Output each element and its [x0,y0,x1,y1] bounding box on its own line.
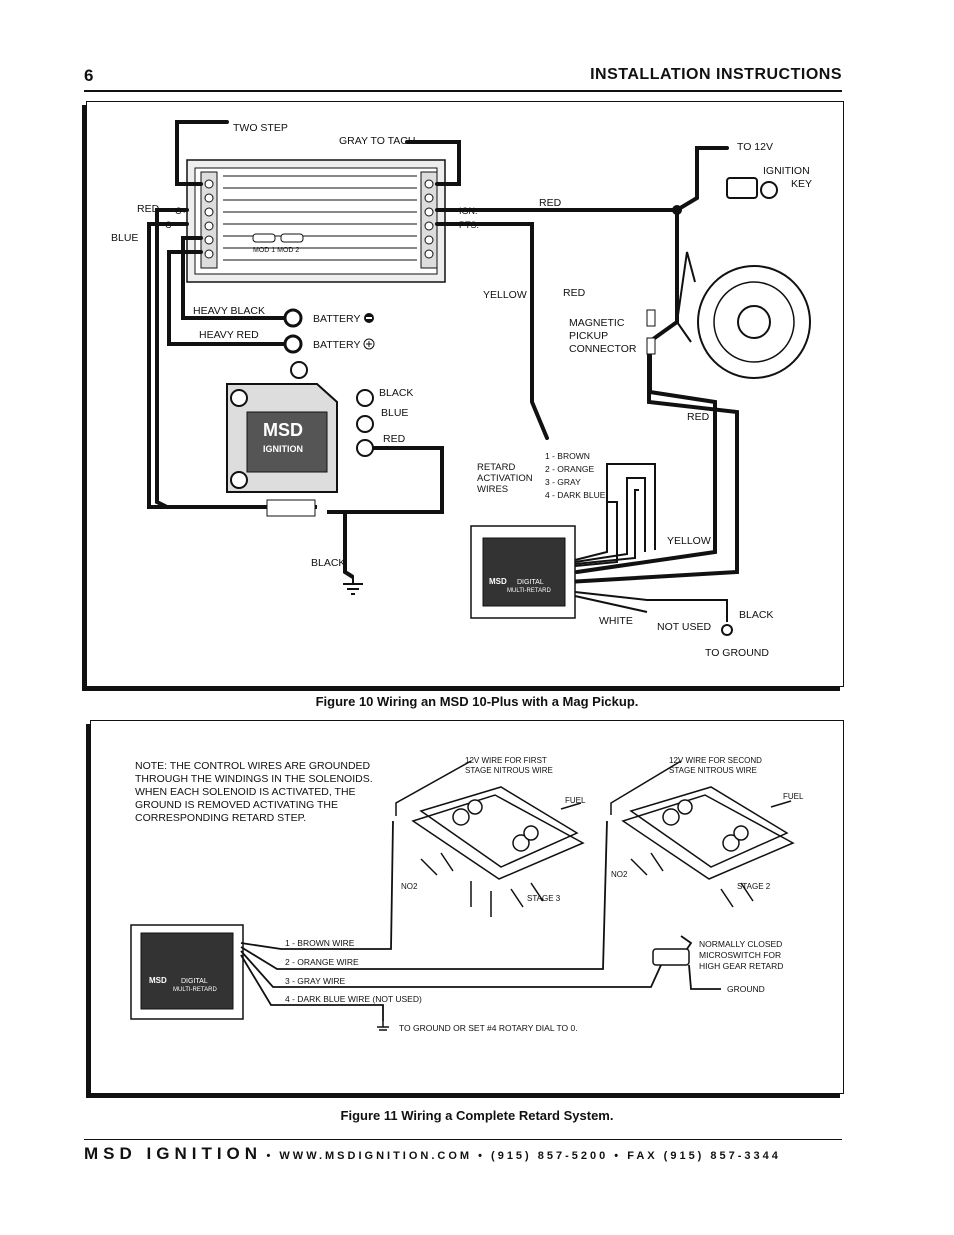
label-magnetic: MAGNETIC [569,317,625,329]
label-w2: 2 - ORANGE [545,464,594,474]
label-wire-2: 2 - ORANGE WIRE [285,957,359,967]
mod-label: MOD 1 MOD 2 [253,247,299,254]
label-nc-1: NORMALLY CLOSED [699,939,782,949]
label-yellow1: YELLOW [483,289,527,301]
label-wire-3: 3 - GRAY WIRE [285,976,345,986]
label-yellow2: YELLOW [667,535,711,547]
coil-logo-msd: MSD [263,420,303,440]
label-first-2: STAGE NITROUS WIRE [465,766,553,775]
label-second-1: 12V WIRE FOR SECOND [669,756,762,765]
label-blue-coil: BLUE [381,407,408,419]
label-ignition-key: IGNITION [763,165,810,177]
ignition-key [726,177,778,199]
label-wire-1: 1 - BROWN WIRE [285,938,355,948]
label-c-plus: C+ [175,206,187,216]
label-nc-3: HIGH GEAR RETARD [699,961,783,971]
label-battery-neg: BATTERY [313,313,360,325]
note-line-4: GROUND IS REMOVED ACTIVATING THE [135,799,338,811]
label-heavy-black: HEAVY BLACK [193,305,265,317]
label-no2-1: NO2 [401,882,418,891]
nitrous-plate-stage-2 [610,760,795,908]
label-black-ground: BLACK [311,557,345,569]
label-heavy-red: HEAVY RED [199,329,259,341]
label-pts: PTS. [459,220,479,230]
label-red-right: RED [687,411,710,423]
msd-coil: MSD IGNITION [226,361,374,493]
label-red-mid: RED [563,287,586,299]
label-stage-2: STAGE 2 [737,882,771,891]
label-white: WHITE [599,615,633,627]
page-title: INSTALLATION INSTRUCTIONS [590,66,842,83]
note-line-2: THROUGH THE WINDINGS IN THE SOLENOIDS. [135,773,373,785]
label-blue-left: BLUE [111,232,138,244]
footer: MSD IGNITION • WWW.MSDIGNITION.COM • (91… [84,1144,842,1164]
label-retard2: ACTIVATION [477,473,533,484]
label-ign: IGN. [459,206,478,216]
label-to-ground: TO GROUND [705,647,769,659]
label-first-1: 12V WIRE FOR FIRST [465,756,547,765]
figure-11-caption: Figure 11 Wiring a Complete Retard Syste… [340,1108,614,1123]
note-line-3: WHEN EACH SOLENOID IS ACTIVATED, THE [135,786,356,798]
figure-11-diagram: NOTE: THE CONTROL WIRES ARE GROUNDED THR… [130,756,804,1033]
label-stage-3: STAGE 3 [527,894,561,903]
label-fuel-1: FUEL [565,796,586,805]
header-rule [84,90,842,92]
figure-10: MOD 1 MOD 2 [86,101,844,687]
label-gray-tach: GRAY TO TACH [339,135,415,147]
label-red-coil: RED [383,433,406,445]
label-ignition-key2: KEY [791,178,812,190]
label-ground: GROUND [727,984,765,994]
label-retard3: WIRES [477,484,508,495]
box2-retard: MULTI-RETARD [173,987,217,993]
label-fuel-2: FUEL [783,792,804,801]
multi-retard-box: MSD DIGITAL MULTI-RETARD [470,525,576,619]
battery-terminals [283,308,375,354]
msd-10-plus-box: MOD 1 MOD 2 [186,159,446,283]
footer-rule [84,1139,842,1140]
label-to-12v: TO 12V [737,141,773,153]
box-msd: MSD [489,577,507,586]
label-c-minus: C- [165,220,175,230]
multi-retard-box-2: MSD DIGITAL MULTI-RETARD [130,924,244,1020]
footer-contact: • WWW.MSDIGNITION.COM • (915) 857-5200 •… [266,1150,781,1162]
label-battery-pos: BATTERY [313,339,360,351]
note-line-1: NOTE: THE CONTROL WIRES ARE GROUNDED [135,760,371,772]
label-connector: CONNECTOR [569,343,637,355]
note-line-5: CORRESPONDING RETARD STEP. [135,812,306,824]
label-to-ground-2: TO GROUND OR SET #4 ROTARY DIAL TO 0. [399,1023,578,1033]
label-black-coil: BLACK [379,387,413,399]
figure-10-diagram: MOD 1 MOD 2 [111,120,812,659]
label-no2-2: NO2 [611,870,628,879]
label-two-step: TWO STEP [233,122,288,134]
label-pickup: PICKUP [569,330,608,342]
label-nc-2: MICROSWITCH FOR [699,950,781,960]
figure-11: NOTE: THE CONTROL WIRES ARE GROUNDED THR… [90,720,844,1094]
label-red-top: RED [539,197,562,209]
label-w3: 3 - GRAY [545,477,581,487]
label-black-right: BLACK [739,609,773,621]
label-wire-4: 4 - DARK BLUE WIRE (NOT USED) [285,994,422,1004]
label-second-2: STAGE NITROUS WIRE [669,766,757,775]
footer-brand: MSD IGNITION [84,1144,263,1163]
box-retard: MULTI-RETARD [507,588,551,594]
label-not-used: NOT USED [657,621,711,633]
label-retard1: RETARD [477,462,515,473]
figure-10-caption: Figure 10 Wiring an MSD 10-Plus with a M… [315,694,639,709]
label-w1: 1 - BROWN [545,451,590,461]
label-w4: 4 - DARK BLUE [545,490,606,500]
coil-logo-ignition: IGNITION [263,444,303,454]
ground-symbol [343,576,363,595]
box-digital: DIGITAL [517,579,544,586]
nitrous-plate-stage-3 [395,760,585,917]
box2-digital: DIGITAL [181,978,208,985]
magnetic-pickup-wheel [646,251,811,379]
label-red-left: RED [137,203,160,215]
box2-msd: MSD [149,976,167,985]
page-number: 6 [84,66,94,85]
